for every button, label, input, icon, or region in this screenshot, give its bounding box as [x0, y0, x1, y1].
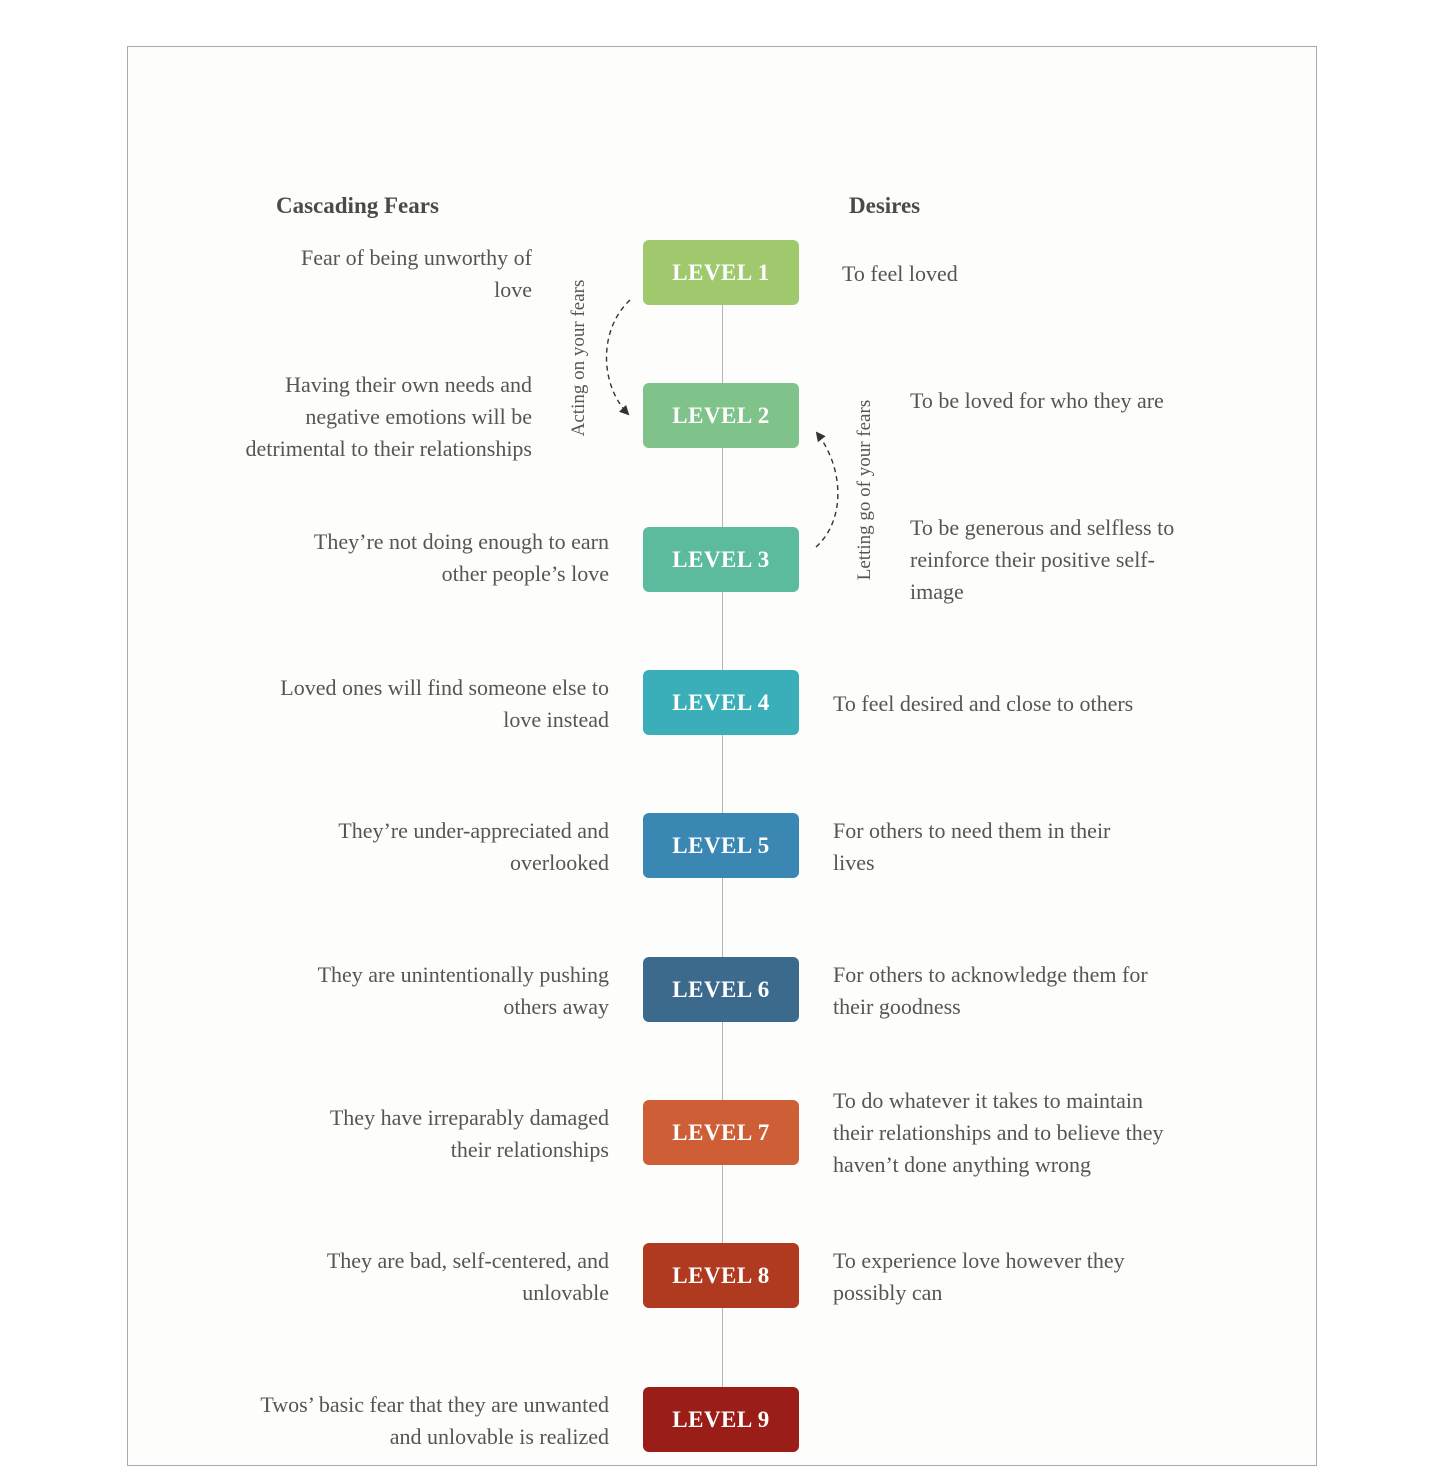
acting-on-fears-arrow: [605, 299, 631, 416]
level-2-desire: To be loved for who they are: [910, 388, 1164, 413]
level-1-desire: To feel loved: [842, 261, 958, 286]
level-5-desire: For others to need them in their lives: [833, 818, 1111, 875]
level-7-badge[interactable]: LEVEL 7: [643, 1100, 799, 1165]
level-4-desire: To feel desired and close to others: [833, 691, 1134, 716]
level-1-fear: Fear of being unworthy of love: [301, 245, 532, 302]
level-5-badge[interactable]: LEVEL 5: [643, 813, 799, 878]
level-3-desire: To be generous and selfless to reinforce…: [910, 515, 1175, 604]
level-1-badge[interactable]: LEVEL 1: [643, 240, 799, 305]
level-8-fear: They are bad, self-centered, and unlovab…: [326, 1248, 609, 1305]
level-4-fear: Loved ones will find someone else to lov…: [280, 675, 609, 732]
level-9-badge[interactable]: LEVEL 9: [643, 1387, 799, 1452]
level-8-desire: To experience love however they possibly…: [833, 1248, 1125, 1305]
level-7-fear: They have irreparably damaged their rela…: [329, 1105, 609, 1162]
level-2-fear: Having their own needs and negative emot…: [245, 372, 532, 461]
level-4-badge[interactable]: LEVEL 4: [643, 670, 799, 735]
level-3-badge[interactable]: LEVEL 3: [643, 527, 799, 592]
level-8-badge[interactable]: LEVEL 8: [643, 1243, 799, 1308]
letting-go-label: Letting go of your fears: [854, 399, 875, 581]
level-6-desire: For others to acknowledge them for their…: [833, 962, 1148, 1019]
level-6-badge[interactable]: LEVEL 6: [643, 957, 799, 1022]
letting-go-arrow: [815, 431, 839, 548]
level-3-fear: They’re not doing enough to earn other p…: [313, 529, 609, 586]
level-2-badge[interactable]: LEVEL 2: [643, 383, 799, 448]
level-7-desire: To do whatever it takes to maintain thei…: [833, 1088, 1164, 1177]
acting-on-fears-label: Acting on your fears: [568, 279, 589, 437]
level-5-fear: They’re under-appreciated and overlooked: [338, 818, 609, 875]
level-6-fear: They are unintentionally pushing others …: [317, 962, 609, 1019]
fears-heading: Cascading Fears: [276, 193, 439, 218]
desires-heading: Desires: [849, 193, 921, 218]
